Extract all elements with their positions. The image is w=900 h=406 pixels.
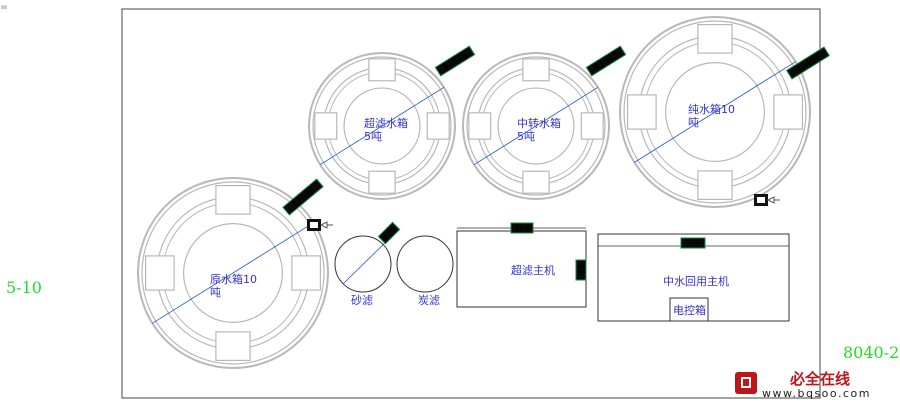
sand-filter-name: 砂滤 xyxy=(351,294,373,307)
reuse-host-width: 260 xyxy=(685,239,701,249)
ultra-filter-host: 180 80 超滤主机 xyxy=(456,222,587,308)
transfer-tank-dim-tag: Φ1875 xyxy=(585,45,627,77)
transfer-tank-outline xyxy=(462,52,610,200)
tank-inner-ring xyxy=(343,87,421,165)
tank-lug xyxy=(426,112,450,140)
pure-water-tank-capacity: 吨 xyxy=(688,116,699,129)
carbon-filter-circle xyxy=(396,235,454,293)
tank-outer-ring-inner xyxy=(623,20,807,204)
tank-outer-ring-inner xyxy=(312,56,452,196)
raw-water-tank-outline xyxy=(137,177,329,369)
carbon-filter: 炭滤 xyxy=(396,235,454,307)
tank-outer-ring-inner xyxy=(466,56,606,196)
tank-lug xyxy=(697,170,733,200)
corner-mark: ㎜ xyxy=(1,4,7,11)
tank-diameter-line xyxy=(473,86,599,166)
transfer-tank: 中转水箱 5吨 Φ1875 xyxy=(462,45,627,200)
pure-water-tank-dim: Φ2400 xyxy=(794,52,822,75)
tank-lug xyxy=(368,170,396,194)
control-box xyxy=(669,297,709,322)
pump-icon-left xyxy=(307,219,333,231)
carbon-filter-name: 炭滤 xyxy=(418,294,440,307)
watermark-brand: 必全在线 xyxy=(789,370,850,388)
ultra-filter-tank-dim: Φ1875 xyxy=(441,50,469,73)
ultra-filter-host-height: 80 xyxy=(575,265,585,276)
ultra-filter-tank-name: 超滤水箱 xyxy=(364,116,408,130)
tank-inner-ring xyxy=(497,87,575,165)
watermark-url: www.bqsoo.com xyxy=(762,387,871,400)
sand-filter: Φ75 砂滤 xyxy=(334,221,401,307)
tank-inner-ring xyxy=(183,223,284,324)
raw-water-tank-capacity: 吨 xyxy=(210,286,221,299)
sand-filter-dim-tag: Φ75 xyxy=(377,221,401,245)
transfer-tank-dim: Φ1875 xyxy=(592,50,620,73)
reuse-host: 260 中水回用主机 电控箱 xyxy=(597,233,790,322)
tank-inner-ring xyxy=(664,61,765,163)
ultra-filter-tank-outline xyxy=(308,52,456,200)
tank-diameter-line xyxy=(634,61,796,163)
tank-lug xyxy=(215,331,251,361)
right-side-label: 8040-2 xyxy=(843,343,899,362)
watermark: 必全在线 www.bqsoo.com xyxy=(735,370,871,400)
ultra-filter-tank: 超滤水箱 5吨 Φ1875 xyxy=(308,45,476,200)
tank-lug xyxy=(773,94,804,130)
pure-water-tank: 纯水箱10 吨 Φ2400 xyxy=(619,16,830,208)
left-side-label: 5-10 xyxy=(6,278,42,297)
control-box-name: 电控箱 xyxy=(673,303,706,317)
tank-lug xyxy=(314,112,338,140)
tank-lug xyxy=(697,24,733,54)
ultra-filter-host-width: 180 xyxy=(514,224,530,234)
tank-lug xyxy=(580,112,604,140)
tank-lug xyxy=(215,185,251,215)
tank-diameter-line xyxy=(152,222,314,324)
raw-water-tank-name: 原水箱10 xyxy=(210,272,257,286)
tank-diameter-line xyxy=(319,86,445,166)
ultra-filter-host-width-tag: 180 xyxy=(510,222,534,234)
tank-outer-ring-inner xyxy=(141,181,325,365)
ultra-filter-tank-capacity: 5吨 xyxy=(364,130,382,143)
tank-lug xyxy=(468,112,492,140)
tank-lug xyxy=(145,255,175,291)
ultra-filter-host-name: 超滤主机 xyxy=(511,263,555,277)
pure-water-tank-outline xyxy=(619,16,811,208)
ultra-filter-host-box xyxy=(456,230,587,308)
ultra-filter-host-height-tag: 80 xyxy=(575,259,587,281)
reuse-host-name: 中水回用主机 xyxy=(663,274,729,288)
reuse-host-width-tag: 260 xyxy=(680,237,706,249)
pure-water-tank-name: 纯水箱10 xyxy=(688,102,735,116)
transfer-tank-name: 中转水箱 xyxy=(517,116,561,130)
ultra-filter-tank-dim-tag: Φ1875 xyxy=(434,45,476,77)
transfer-tank-capacity: 5吨 xyxy=(517,130,535,143)
drawing-frame xyxy=(121,8,821,399)
pump-icon-right xyxy=(754,194,780,206)
raw-water-tank: 原水箱10 吨 Φ2400 xyxy=(137,177,329,369)
tank-lug xyxy=(522,58,550,82)
tank-lug xyxy=(522,170,550,194)
tank-lug xyxy=(626,94,657,130)
tank-lug xyxy=(368,58,396,82)
tank-lug xyxy=(291,255,321,291)
